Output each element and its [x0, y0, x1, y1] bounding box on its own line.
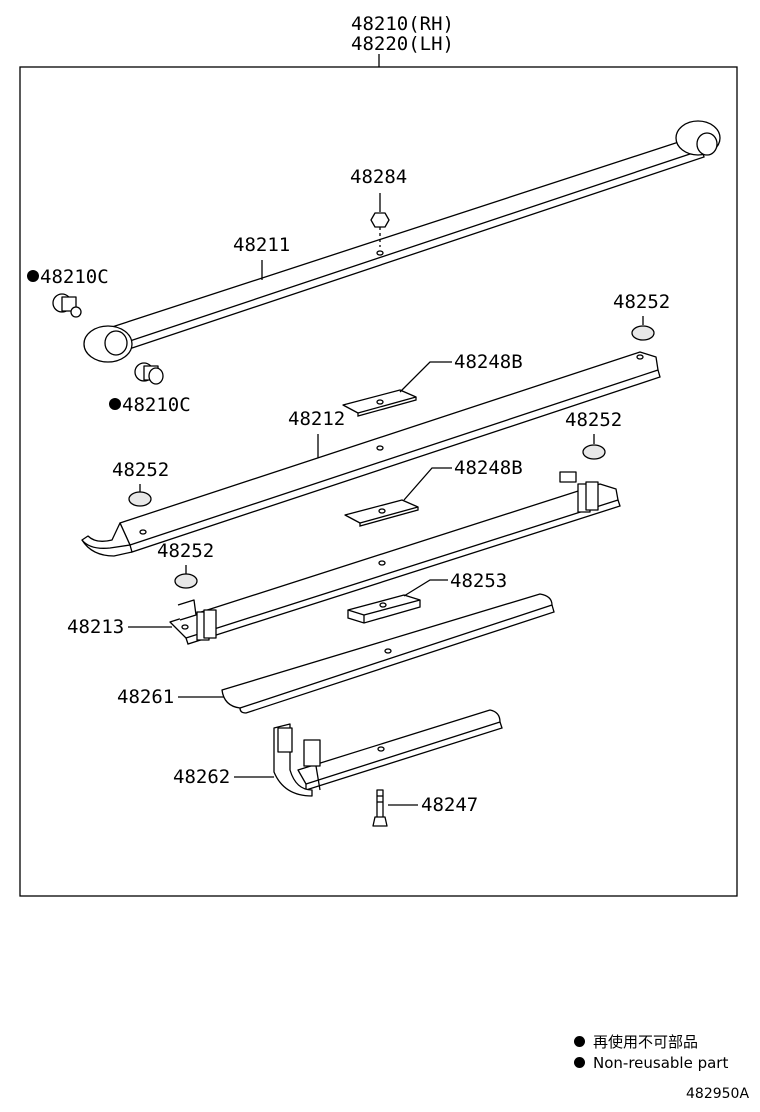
label-48211: 48211 — [233, 234, 290, 256]
label-48253: 48253 — [450, 570, 507, 592]
leaf-48262 — [273, 709, 503, 797]
legend-japanese-text: 再使用不可部品 — [593, 1033, 699, 1051]
legend-english-text: Non-reusable part — [593, 1054, 729, 1072]
cap-48252-d — [174, 573, 198, 589]
cap-48252-a — [631, 325, 655, 341]
leader-48248b-a — [399, 361, 452, 393]
legend-japanese: 再使用不可部品 — [574, 1032, 698, 1052]
bolt-48247 — [372, 789, 388, 827]
figure-code: 482950A — [686, 1086, 750, 1102]
non-reusable-marker-bottom — [109, 398, 121, 410]
label-48210c-bottom: 48210C — [122, 394, 191, 416]
bushing-48210c-top — [52, 293, 82, 318]
label-48213: 48213 — [67, 616, 124, 638]
label-48262: 48262 — [173, 766, 230, 788]
label-48261: 48261 — [117, 686, 174, 708]
bullet-icon — [574, 1057, 585, 1068]
plate-48248b-upper — [342, 389, 417, 417]
nut-48284 — [370, 212, 390, 247]
spacer-48253 — [347, 594, 421, 624]
main-leaf-48211 — [83, 120, 721, 363]
cap-48252-b — [128, 491, 152, 507]
diagram-frame — [19, 66, 738, 897]
label-48248b-b: 48248B — [454, 457, 523, 479]
legend-english: Non-reusable part — [574, 1053, 728, 1073]
leaf-48212 — [81, 351, 661, 557]
non-reusable-marker-top — [27, 270, 39, 282]
leaf-48261 — [221, 593, 555, 714]
leader-48253 — [403, 579, 448, 597]
leader-48248b-b — [403, 467, 452, 501]
plate-48248b-lower — [344, 499, 419, 527]
label-48284: 48284 — [350, 166, 407, 188]
assembly-label-lh: 48220(LH) — [351, 33, 454, 55]
leaf-48213 — [169, 471, 621, 645]
label-48210c-top: 48210C — [40, 266, 109, 288]
label-48212: 48212 — [288, 408, 345, 430]
label-48252-a: 48252 — [613, 291, 670, 313]
label-48248b-a: 48248B — [454, 351, 523, 373]
label-48252-d: 48252 — [157, 540, 214, 562]
cap-48252-c — [582, 444, 606, 460]
assembly-label-rh: 48210(RH) — [351, 13, 454, 35]
bushing-48210c-bottom — [134, 362, 164, 385]
label-48252-c: 48252 — [565, 409, 622, 431]
bullet-icon — [574, 1036, 585, 1047]
label-48247: 48247 — [421, 794, 478, 816]
label-48252-b: 48252 — [112, 459, 169, 481]
